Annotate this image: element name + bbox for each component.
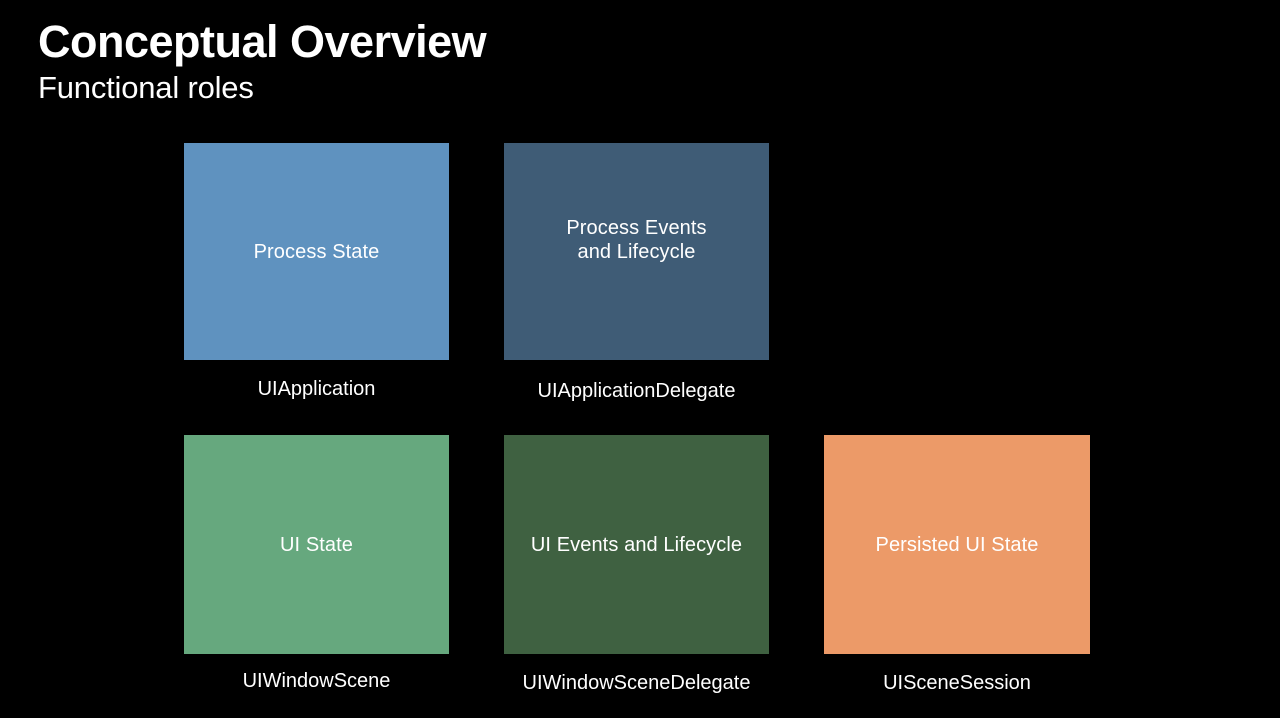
node-box-uiapplication[interactable]: Process State bbox=[184, 143, 449, 360]
node-caption-uiscenesession: UISceneSession bbox=[883, 672, 1031, 694]
node-box-uiwindowscenedelegate[interactable]: UI Events and Lifecycle bbox=[504, 435, 769, 654]
node-caption-uiwindowscenedelegate: UIWindowSceneDelegate bbox=[522, 672, 751, 694]
node-box-uiapplicationdelegate[interactable]: Process Events and Lifecycle bbox=[504, 143, 769, 360]
node-box-label: Persisted UI State bbox=[875, 533, 1039, 556]
node-box-label: Process State bbox=[253, 240, 380, 263]
node-caption-uiapplicationdelegate: UIApplicationDelegate bbox=[537, 380, 736, 402]
node-box-label: UI Events and Lifecycle bbox=[530, 533, 743, 556]
page-title: Conceptual Overview bbox=[38, 16, 487, 67]
node-caption-uiapplication: UIApplication bbox=[257, 378, 376, 400]
node-box-label: Process Events and Lifecycle bbox=[566, 216, 707, 263]
node-caption-uiwindowscene: UIWindowScene bbox=[242, 670, 391, 692]
node-box-uiwindowscene[interactable]: UI State bbox=[184, 435, 449, 654]
node-box-uiscenesession[interactable]: Persisted UI State bbox=[824, 435, 1090, 654]
node-box-label: UI State bbox=[279, 533, 354, 556]
page-subtitle: Functional roles bbox=[38, 70, 254, 106]
slide-header: Conceptual Overview Functional roles bbox=[38, 16, 938, 106]
